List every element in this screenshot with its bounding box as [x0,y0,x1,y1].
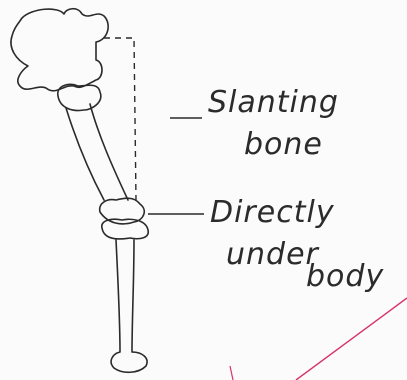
slanting-label-line2: bone [244,130,323,160]
directly-label-line3: body [306,262,384,292]
tibia-bone [116,240,134,352]
dashed-guide-line [104,38,136,200]
knee-joint [100,198,149,239]
margin-line [296,298,407,380]
ankle-end [111,352,147,372]
margin-tick [230,366,233,380]
slanting-femur [66,104,128,200]
hip-bone [11,9,108,91]
directly-label-line2: under [226,240,319,270]
slanting-label-line1: Slanting [208,88,339,118]
directly-label-line1: Directly [210,198,335,228]
